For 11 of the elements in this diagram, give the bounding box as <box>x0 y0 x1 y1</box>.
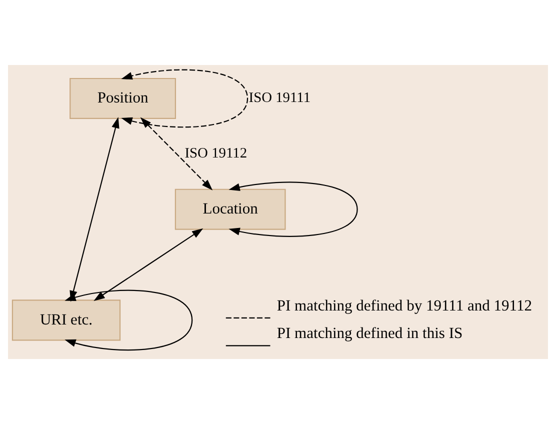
node-box: URI etc. <box>12 300 121 341</box>
node-box: Location <box>174 188 286 230</box>
edge-label: ISO 19112 <box>184 146 248 162</box>
edge-label: ISO 19111 <box>248 90 311 106</box>
arrow <box>140 117 213 190</box>
arrow <box>94 228 204 301</box>
arrow <box>121 69 248 128</box>
arrow <box>228 182 358 237</box>
legend-label: PI matching defined in this IS <box>276 325 463 342</box>
node-box: Position <box>70 78 176 119</box>
legend-label: PI matching defined by 19111 and 19112 <box>276 297 532 314</box>
